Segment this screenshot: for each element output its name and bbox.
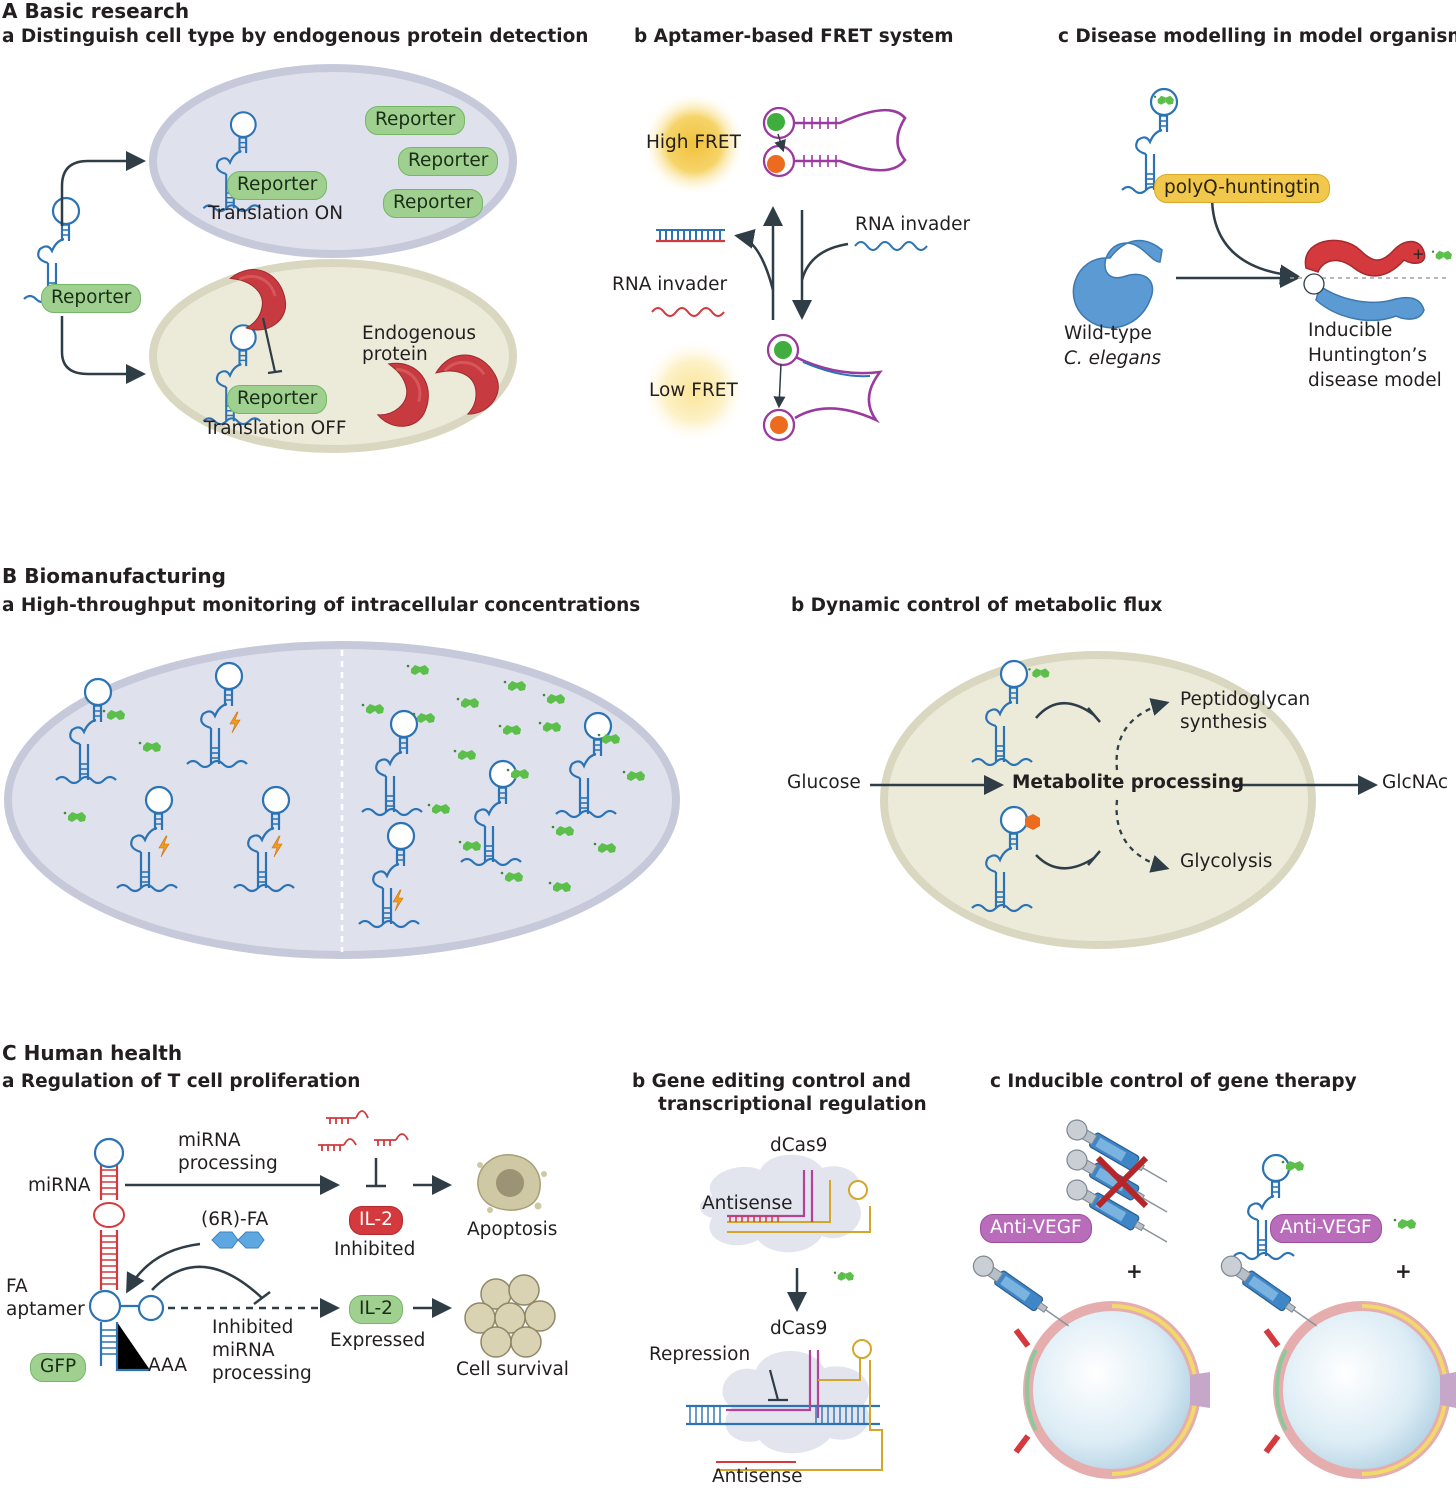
t-cell-diagram <box>88 1110 556 1372</box>
panel-cb-title-2: transcriptional regulation <box>658 1094 927 1115</box>
dcas9-cloud <box>700 1154 861 1253</box>
cross-icon <box>1095 1155 1149 1209</box>
apoptotic-cell-icon <box>477 1154 547 1213</box>
apoptosis-label: Apoptosis <box>467 1219 558 1240</box>
ligand-icon <box>1393 1218 1416 1229</box>
panel-ca-title: a Regulation of T cell proliferation <box>2 1071 361 1092</box>
aaa-label: AAA <box>148 1355 187 1376</box>
ligand-icon <box>1431 250 1452 260</box>
panel-cb-title-1: b Gene editing control and <box>632 1071 911 1092</box>
high-fret-basepairs <box>803 117 837 167</box>
inducible-label: Inducible <box>1308 320 1393 341</box>
high-fret-glow <box>644 94 744 194</box>
il2-expressed-pill: IL-2 <box>349 1295 403 1324</box>
inhibited-mirna-label: Inhibited <box>212 1317 294 1338</box>
reporter-pill: Reporter <box>227 385 328 414</box>
low-fret-glow <box>644 341 744 441</box>
metabolic-flux-diagram <box>870 651 1378 949</box>
reporter-pill: Reporter <box>398 147 499 176</box>
wild-type-label: Wild-type <box>1064 323 1152 344</box>
reporter-pill: Reporter <box>41 284 142 313</box>
ligand-icon <box>833 1271 854 1281</box>
concentration-monitoring-diagram <box>4 641 680 959</box>
dcas9-label-2: dCas9 <box>770 1318 828 1339</box>
plus-sign: + <box>1126 1259 1143 1283</box>
high-fret-label: High FRET <box>646 132 741 153</box>
plus-sign-2: + <box>1395 1259 1412 1283</box>
eye-icon <box>1263 1301 1456 1479</box>
low-fret-label: Low FRET <box>649 380 738 401</box>
expressed-label: Expressed <box>330 1330 426 1351</box>
disease-model-diagram <box>1072 87 1452 329</box>
dcas9-cloud-2 <box>722 1350 870 1454</box>
antisense-label-2: Antisense <box>712 1466 803 1487</box>
inhibited-mirna-label-3: processing <box>212 1363 312 1384</box>
reporter-pill: Reporter <box>365 106 466 135</box>
glycolysis-label: Glycolysis <box>1180 851 1273 872</box>
mirna-fragments <box>318 1110 409 1151</box>
cell-survival-label: Cell survival <box>456 1359 569 1380</box>
panel-ac-title: c Disease modelling in model organisms <box>1058 26 1456 47</box>
inhibition-bar <box>261 317 283 375</box>
peptidoglycan-label: Peptidoglycan <box>1180 689 1311 710</box>
rna-invader-red <box>651 307 725 317</box>
glucose-label: Glucose <box>787 772 861 793</box>
wild-type-worm-icon <box>1072 239 1163 329</box>
hd-worm-icon <box>1304 239 1426 277</box>
fa-aptamer-label-2: aptamer <box>6 1299 85 1320</box>
section-a-title: A Basic research <box>2 0 190 23</box>
panel-bb-title: b Dynamic control of metabolic flux <box>791 595 1163 616</box>
rna-invader-blue <box>854 241 928 251</box>
high-fret-aptamer <box>788 108 907 172</box>
plus-sign: + <box>1412 245 1425 263</box>
synthesis-label: synthesis <box>1180 712 1268 733</box>
rna-invader-label: RNA invader <box>612 274 728 295</box>
gene-editing-diagram <box>686 1154 883 1471</box>
fret-diagram <box>644 94 928 442</box>
translation-on-label: Translation ON <box>208 203 344 224</box>
glcnac-label: GlcNAc <box>1382 772 1448 793</box>
eye-icon <box>1013 1301 1210 1479</box>
metabolite-processing-label: Metabolite processing <box>1012 772 1245 793</box>
low-fret-aptamer <box>785 350 883 424</box>
panel-ba-title: a High-throughput monitoring of intracel… <box>2 595 641 616</box>
mirna-processing-label-2: processing <box>178 1153 278 1174</box>
disease-model-label: disease model <box>1308 370 1442 391</box>
section-c-title: C Human health <box>2 1041 183 1065</box>
huntingtons-label: Huntington’s <box>1308 345 1428 366</box>
panel-ab-title: b Aptamer-based FRET system <box>634 26 954 47</box>
panel-aa-title: a Distinguish cell type by endogenous pr… <box>2 26 589 47</box>
il2-inhibited-pill: IL-2 <box>349 1206 403 1235</box>
endogenous-protein-label: Endogenous protein <box>362 323 477 365</box>
fa-aptamer-label: FA <box>6 1276 28 1297</box>
mirna-label: miRNA <box>28 1175 91 1196</box>
section-b-title: B Biomanufacturing <box>2 564 226 588</box>
dcas9-label: dCas9 <box>770 1135 828 1156</box>
wild-type-species-label: C. elegans <box>1064 348 1162 369</box>
anti-vegf-pill-2: Anti-VEGF <box>1270 1214 1382 1243</box>
surviving-cells-icon <box>464 1274 556 1358</box>
acceptor-fluorophore-icon <box>767 155 785 173</box>
gene-therapy-diagram <box>968 1115 1456 1479</box>
inhibited-mirna-label-2: miRNA <box>212 1340 275 1361</box>
panel-cc-title: c Inducible control of gene therapy <box>990 1071 1357 1092</box>
fa-label: (6R)-FA <box>201 1209 269 1230</box>
inhibited-label: Inhibited <box>334 1239 416 1260</box>
gfp-pill: GFP <box>30 1353 87 1382</box>
reporter-pill: Reporter <box>383 189 484 218</box>
rna-invader-label: RNA invader <box>855 214 971 235</box>
rna-switch-icon <box>1232 1153 1296 1261</box>
arrow-to-on <box>60 151 146 226</box>
arrow-to-off <box>60 316 146 384</box>
polyq-pill: polyQ-huntingtin <box>1154 174 1331 203</box>
antisense-label: Antisense <box>702 1193 793 1214</box>
translation-off-label: Translation OFF <box>204 418 347 439</box>
donor-fluorophore-icon <box>767 113 785 131</box>
anti-vegf-pill: Anti-VEGF <box>980 1214 1092 1243</box>
mirna-processing-label: miRNA <box>178 1130 241 1151</box>
reporter-pill: Reporter <box>227 171 328 200</box>
repression-label: Repression <box>649 1344 751 1365</box>
